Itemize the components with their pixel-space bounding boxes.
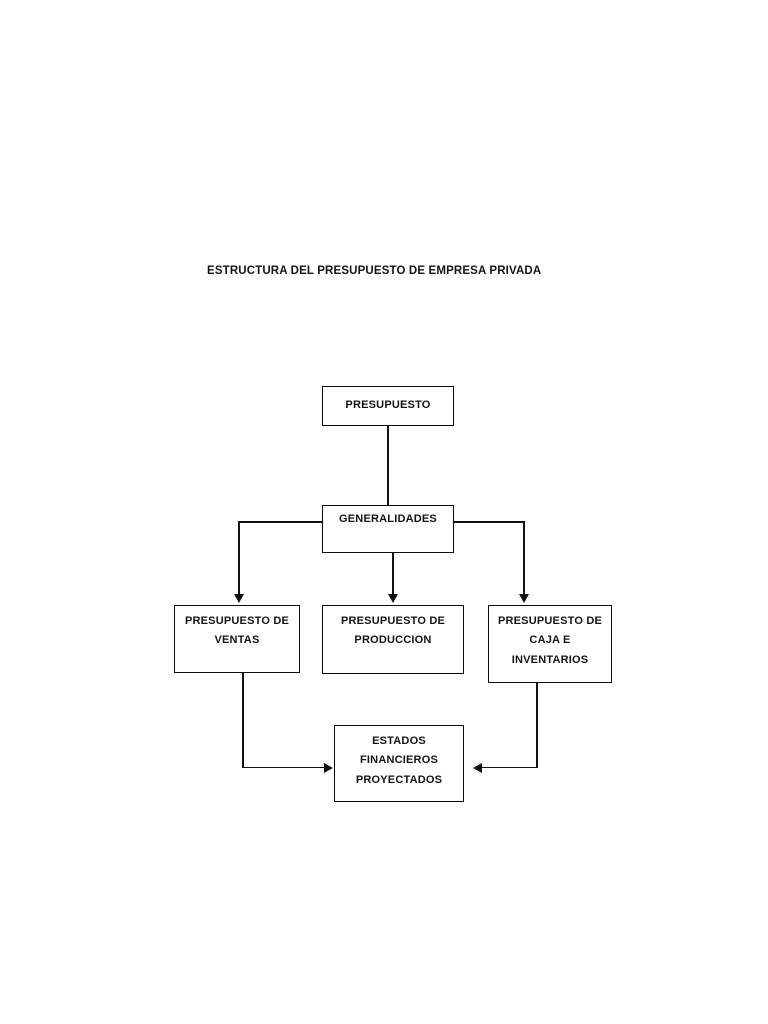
node-presupuesto-de-produccion-label: PRESUPUESTO DE PRODUCCION	[340, 615, 446, 647]
connector-segment-horizontal	[242, 766, 326, 769]
connector-segment-horizontal	[482, 766, 538, 769]
connector-segment-vertical	[238, 521, 240, 596]
connector-segment-vertical	[242, 673, 244, 768]
arrowhead-left-icon	[473, 762, 482, 773]
connector-segment-vertical	[523, 521, 525, 596]
arrowhead-down-icon	[233, 594, 244, 603]
node-presupuesto-de-caja-e-inventarios[interactable]: PRESUPUESTO DE CAJA E INVENTARIOS	[488, 605, 612, 683]
diagram-title: ESTRUCTURA DEL PRESUPUESTO DE EMPRESA PR…	[207, 265, 542, 277]
connector-segment-vertical	[536, 683, 538, 768]
connector-segment-horizontal	[454, 521, 525, 523]
node-generalidades-label: GENERALIDADES	[339, 513, 437, 525]
connector-segment-vertical	[387, 425, 389, 505]
node-generalidades[interactable]: GENERALIDADES	[322, 505, 454, 553]
node-presupuesto-de-caja-e-inventarios-label: PRESUPUESTO DE CAJA E INVENTARIOS	[497, 615, 603, 666]
arrowhead-right-icon	[324, 762, 333, 773]
node-presupuesto-de-ventas[interactable]: PRESUPUESTO DE VENTAS	[174, 605, 300, 673]
arrowhead-down-icon	[519, 594, 530, 603]
node-estados-financieros-proyectados-label: ESTADOS FINANCIEROS PROYECTADOS	[355, 735, 443, 786]
arrowhead-down-icon	[387, 594, 398, 603]
node-presupuesto-de-produccion[interactable]: PRESUPUESTO DE PRODUCCION	[322, 605, 464, 674]
node-presupuesto-de-ventas-label: PRESUPUESTO DE VENTAS	[184, 615, 290, 647]
node-presupuesto[interactable]: PRESUPUESTO	[322, 386, 454, 426]
node-estados-financieros-proyectados[interactable]: ESTADOS FINANCIEROS PROYECTADOS	[334, 725, 464, 802]
connector-segment-horizontal	[238, 521, 323, 523]
node-presupuesto-label: PRESUPUESTO	[345, 399, 431, 412]
connector-segment-vertical	[392, 553, 394, 596]
